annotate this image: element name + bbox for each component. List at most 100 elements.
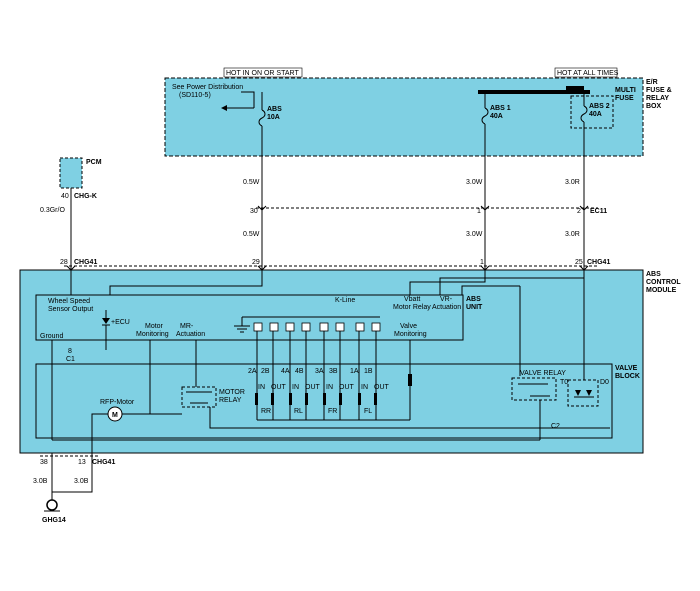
abs-control-module — [19, 269, 644, 454]
valve-code-4b: 4B — [295, 368, 304, 375]
valve-monitoring-1: Valve — [400, 323, 417, 330]
d0-diode-2 — [586, 390, 592, 396]
bus-bar-end — [566, 86, 584, 92]
wheel-speed-label-2: Sensor Output — [48, 306, 93, 313]
chg41-pin-28: 28 — [60, 259, 68, 266]
ec11-pin-30: 30 — [250, 208, 258, 215]
valve-relay-label: VALVE RELAY — [520, 370, 566, 377]
c2-label: C2 — [551, 423, 560, 430]
wheel-rr: RR — [261, 408, 271, 415]
t0-label: T0 — [560, 379, 568, 386]
abs1-label-2: 40A — [490, 113, 503, 120]
see-power-dist-2: (SD110-5) — [179, 92, 211, 99]
vbatt-label-2: Motor Relay — [393, 304, 431, 311]
abs-unit-label-1: ABS — [466, 296, 481, 303]
abs2-label-2: 40A — [589, 111, 602, 118]
vr-label-1: VR- — [440, 296, 453, 303]
hot-in-on-tag — [223, 67, 303, 78]
abs-module-label-3: MODULE — [646, 287, 677, 294]
valve-code-1b: 1B — [364, 368, 373, 375]
valve-relay-box — [511, 377, 557, 401]
mr-actuation-1: MR- — [180, 323, 194, 330]
ground-label: Ground — [40, 333, 63, 340]
out-rr: OUT — [271, 384, 287, 391]
abs2-label-1: ABS 2 — [589, 103, 610, 110]
valve-code-4a: 4A — [281, 368, 290, 375]
motor-relay-label-2: RELAY — [219, 397, 242, 404]
er-box-label-2: FUSE & — [646, 87, 672, 94]
chg41-pin-29: 29 — [252, 259, 260, 266]
d0-box — [567, 379, 599, 407]
in-rr: IN — [258, 384, 265, 391]
valve-code-2a: 2A — [248, 368, 257, 375]
diode-ecu — [102, 318, 110, 324]
er-box-label-4: BOX — [646, 103, 662, 110]
d0-label: D0 — [600, 379, 609, 386]
wire-30w-lower: 3.0W — [466, 231, 483, 238]
valve-code-2b: 2B — [261, 368, 270, 375]
valve-code-3a: 3A — [315, 368, 324, 375]
pcm-box — [59, 157, 83, 189]
ec11-pin-2: 2 — [577, 208, 581, 215]
valve-block-label-1: VALVE — [615, 365, 638, 372]
motor-m-label: M — [112, 412, 118, 419]
hot-in-on-label: HOT IN ON OR START — [226, 70, 299, 77]
motor-monitoring-1: Motor — [145, 323, 164, 330]
vbatt-label-1: Vbatt — [404, 296, 420, 303]
abs1-fuse-symbol — [481, 107, 489, 125]
bus-bar — [478, 90, 590, 94]
abs2-fuse-symbol — [580, 105, 588, 123]
wire-05w-upper: 0.5W — [243, 179, 260, 186]
pcm-wire-label: 0.3Gr/O — [40, 207, 65, 214]
hot-all-times-tag — [554, 67, 618, 78]
pcm-pin: 40 — [61, 193, 69, 200]
c1-pin: 8 — [68, 348, 72, 355]
c1-label: C1 — [66, 356, 75, 363]
wheel-speed-label-1: Wheel Speed — [48, 298, 90, 305]
abs-10a-fuse-symbol — [258, 109, 266, 127]
wheel-fl: FL — [364, 408, 372, 415]
chg41-label-left: CHG41 — [74, 259, 97, 266]
wire-30r-upper: 3.0R — [565, 179, 580, 186]
abs-10a-label-2: 10A — [267, 114, 280, 121]
in-fl: IN — [361, 384, 368, 391]
ec11-pin-1: 1 — [477, 208, 481, 215]
wire-30r-lower: 3.0R — [565, 231, 580, 238]
valve-code-1a: 1A — [350, 368, 359, 375]
hot-all-times-label: HOT AT ALL TIMES — [557, 70, 619, 77]
out-fl: OUT — [374, 384, 390, 391]
bottom-pin-13: 13 — [78, 459, 86, 466]
power-arrow — [221, 105, 227, 111]
abs-10a-label-1: ABS — [267, 106, 282, 113]
wire-05w-lower: 0.5W — [243, 231, 260, 238]
pcm-conn: CHG-K — [74, 193, 97, 200]
chg41-label-bottom: CHG41 — [92, 459, 115, 466]
wheel-fr: FR — [328, 408, 337, 415]
valve-code-3b: 3B — [329, 368, 338, 375]
in-fr: IN — [326, 384, 333, 391]
valve-monitoring-2: Monitoring — [394, 331, 427, 338]
abs-module-label-1: ABS — [646, 271, 661, 278]
er-box-label-1: E/R — [646, 79, 658, 86]
abs-unit-driver-row — [253, 322, 381, 332]
motor-monitoring-2: Monitoring — [136, 331, 169, 338]
out-rl: OUT — [305, 384, 321, 391]
ground-ghg14-symbol — [46, 499, 58, 511]
chg41-pin-25: 25 — [575, 259, 583, 266]
kline-label: K-Line — [335, 297, 355, 304]
multi-fuse-label-1: MULTI — [615, 87, 636, 94]
wire-30b-right: 3.0B — [74, 478, 89, 485]
chg41-label-right: CHG41 — [587, 259, 610, 266]
multi-fuse-label-2: FUSE — [615, 95, 634, 102]
ghg14-label: GHG14 — [42, 517, 66, 524]
bottom-pin-38: 38 — [40, 459, 48, 466]
d0-diode-1 — [575, 390, 581, 396]
plus-ecu-label: +ECU — [111, 319, 130, 326]
valve-block-label-2: BLOCK — [615, 373, 640, 380]
chg41-pin-1: 1 — [480, 259, 484, 266]
multi-fuse-box — [570, 95, 614, 129]
abs1-label-1: ABS 1 — [490, 105, 511, 112]
out-fr: OUT — [339, 384, 355, 391]
abs-unit-box — [35, 294, 464, 341]
